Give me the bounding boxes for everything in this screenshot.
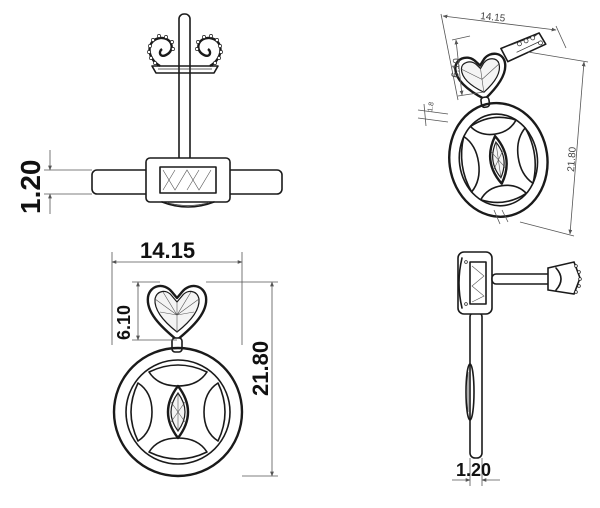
front-view: 14.15 6.10 21.80 bbox=[111, 238, 278, 478]
dim-profile-thickness: 1.20 bbox=[456, 460, 491, 480]
side-view: 1.20 bbox=[15, 13, 283, 215]
dim-side-thickness: 1.20 bbox=[15, 160, 46, 215]
dim-iso-heart-height: 6.10 bbox=[450, 57, 463, 78]
dim-front-width: 14.15 bbox=[140, 238, 195, 263]
butterfly-back bbox=[147, 34, 223, 74]
isometric-dimensions: 14.15 6.10 21.80 1.8 bbox=[417, 11, 589, 237]
profile-view: 1.20 bbox=[452, 251, 582, 486]
dim-iso-width: 14.15 bbox=[480, 11, 506, 25]
dim-iso-total-height: 21.80 bbox=[566, 146, 579, 172]
dim-front-heart-height: 6.10 bbox=[114, 305, 134, 340]
dim-iso-small: 1.8 bbox=[427, 101, 436, 112]
dim-front-total-height: 21.80 bbox=[248, 341, 273, 396]
